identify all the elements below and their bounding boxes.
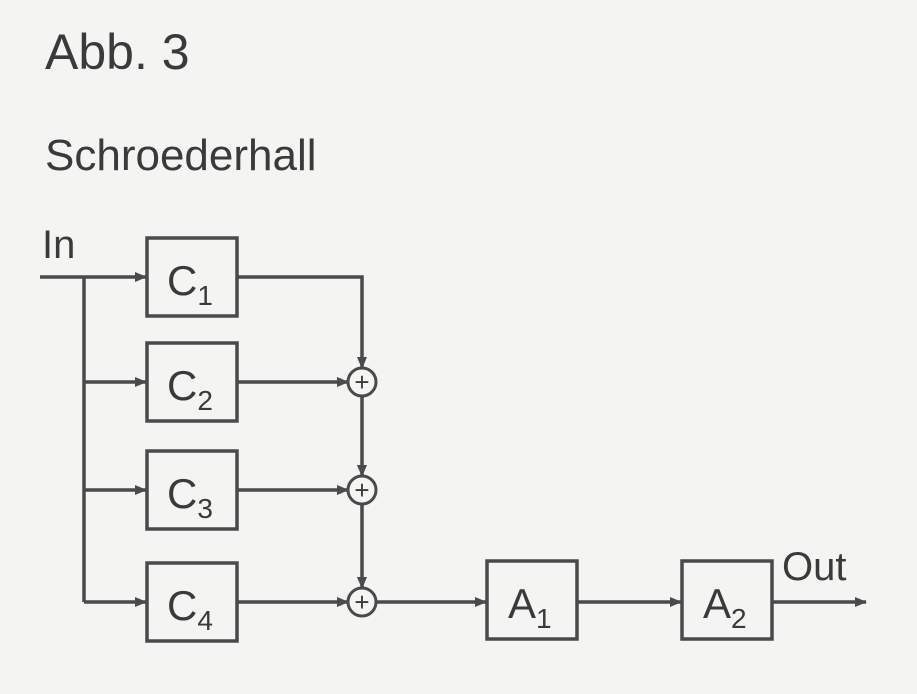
summing-junction-3: +	[346, 586, 378, 618]
c3-label: C3	[167, 470, 213, 524]
input-label: In	[42, 223, 75, 267]
comb-filter-c1	[145, 236, 239, 318]
c2-label: C2	[167, 362, 213, 416]
figure-label: Abb. 3	[45, 24, 190, 80]
allpass-filter-a2	[680, 559, 774, 641]
output-label: Out	[782, 545, 846, 589]
c1-label: C1	[167, 257, 213, 311]
summing-junction-2: +	[346, 474, 378, 506]
a1-label: A1	[508, 580, 552, 634]
comb-filter-c2	[145, 341, 239, 423]
figure-title: Schroederhall	[45, 131, 317, 180]
c4-label: C4	[167, 582, 213, 636]
sum-symbol: +	[354, 587, 369, 617]
allpass-filter-a1	[485, 559, 579, 641]
comb-filter-c3	[145, 449, 239, 531]
c1-to-sum1	[237, 275, 367, 369]
sum-symbol: +	[354, 367, 369, 397]
comb-filter-c4	[145, 561, 239, 643]
a2-label: A2	[703, 580, 747, 634]
sum-symbol: +	[354, 475, 369, 505]
summing-junction-1: +	[346, 366, 378, 398]
